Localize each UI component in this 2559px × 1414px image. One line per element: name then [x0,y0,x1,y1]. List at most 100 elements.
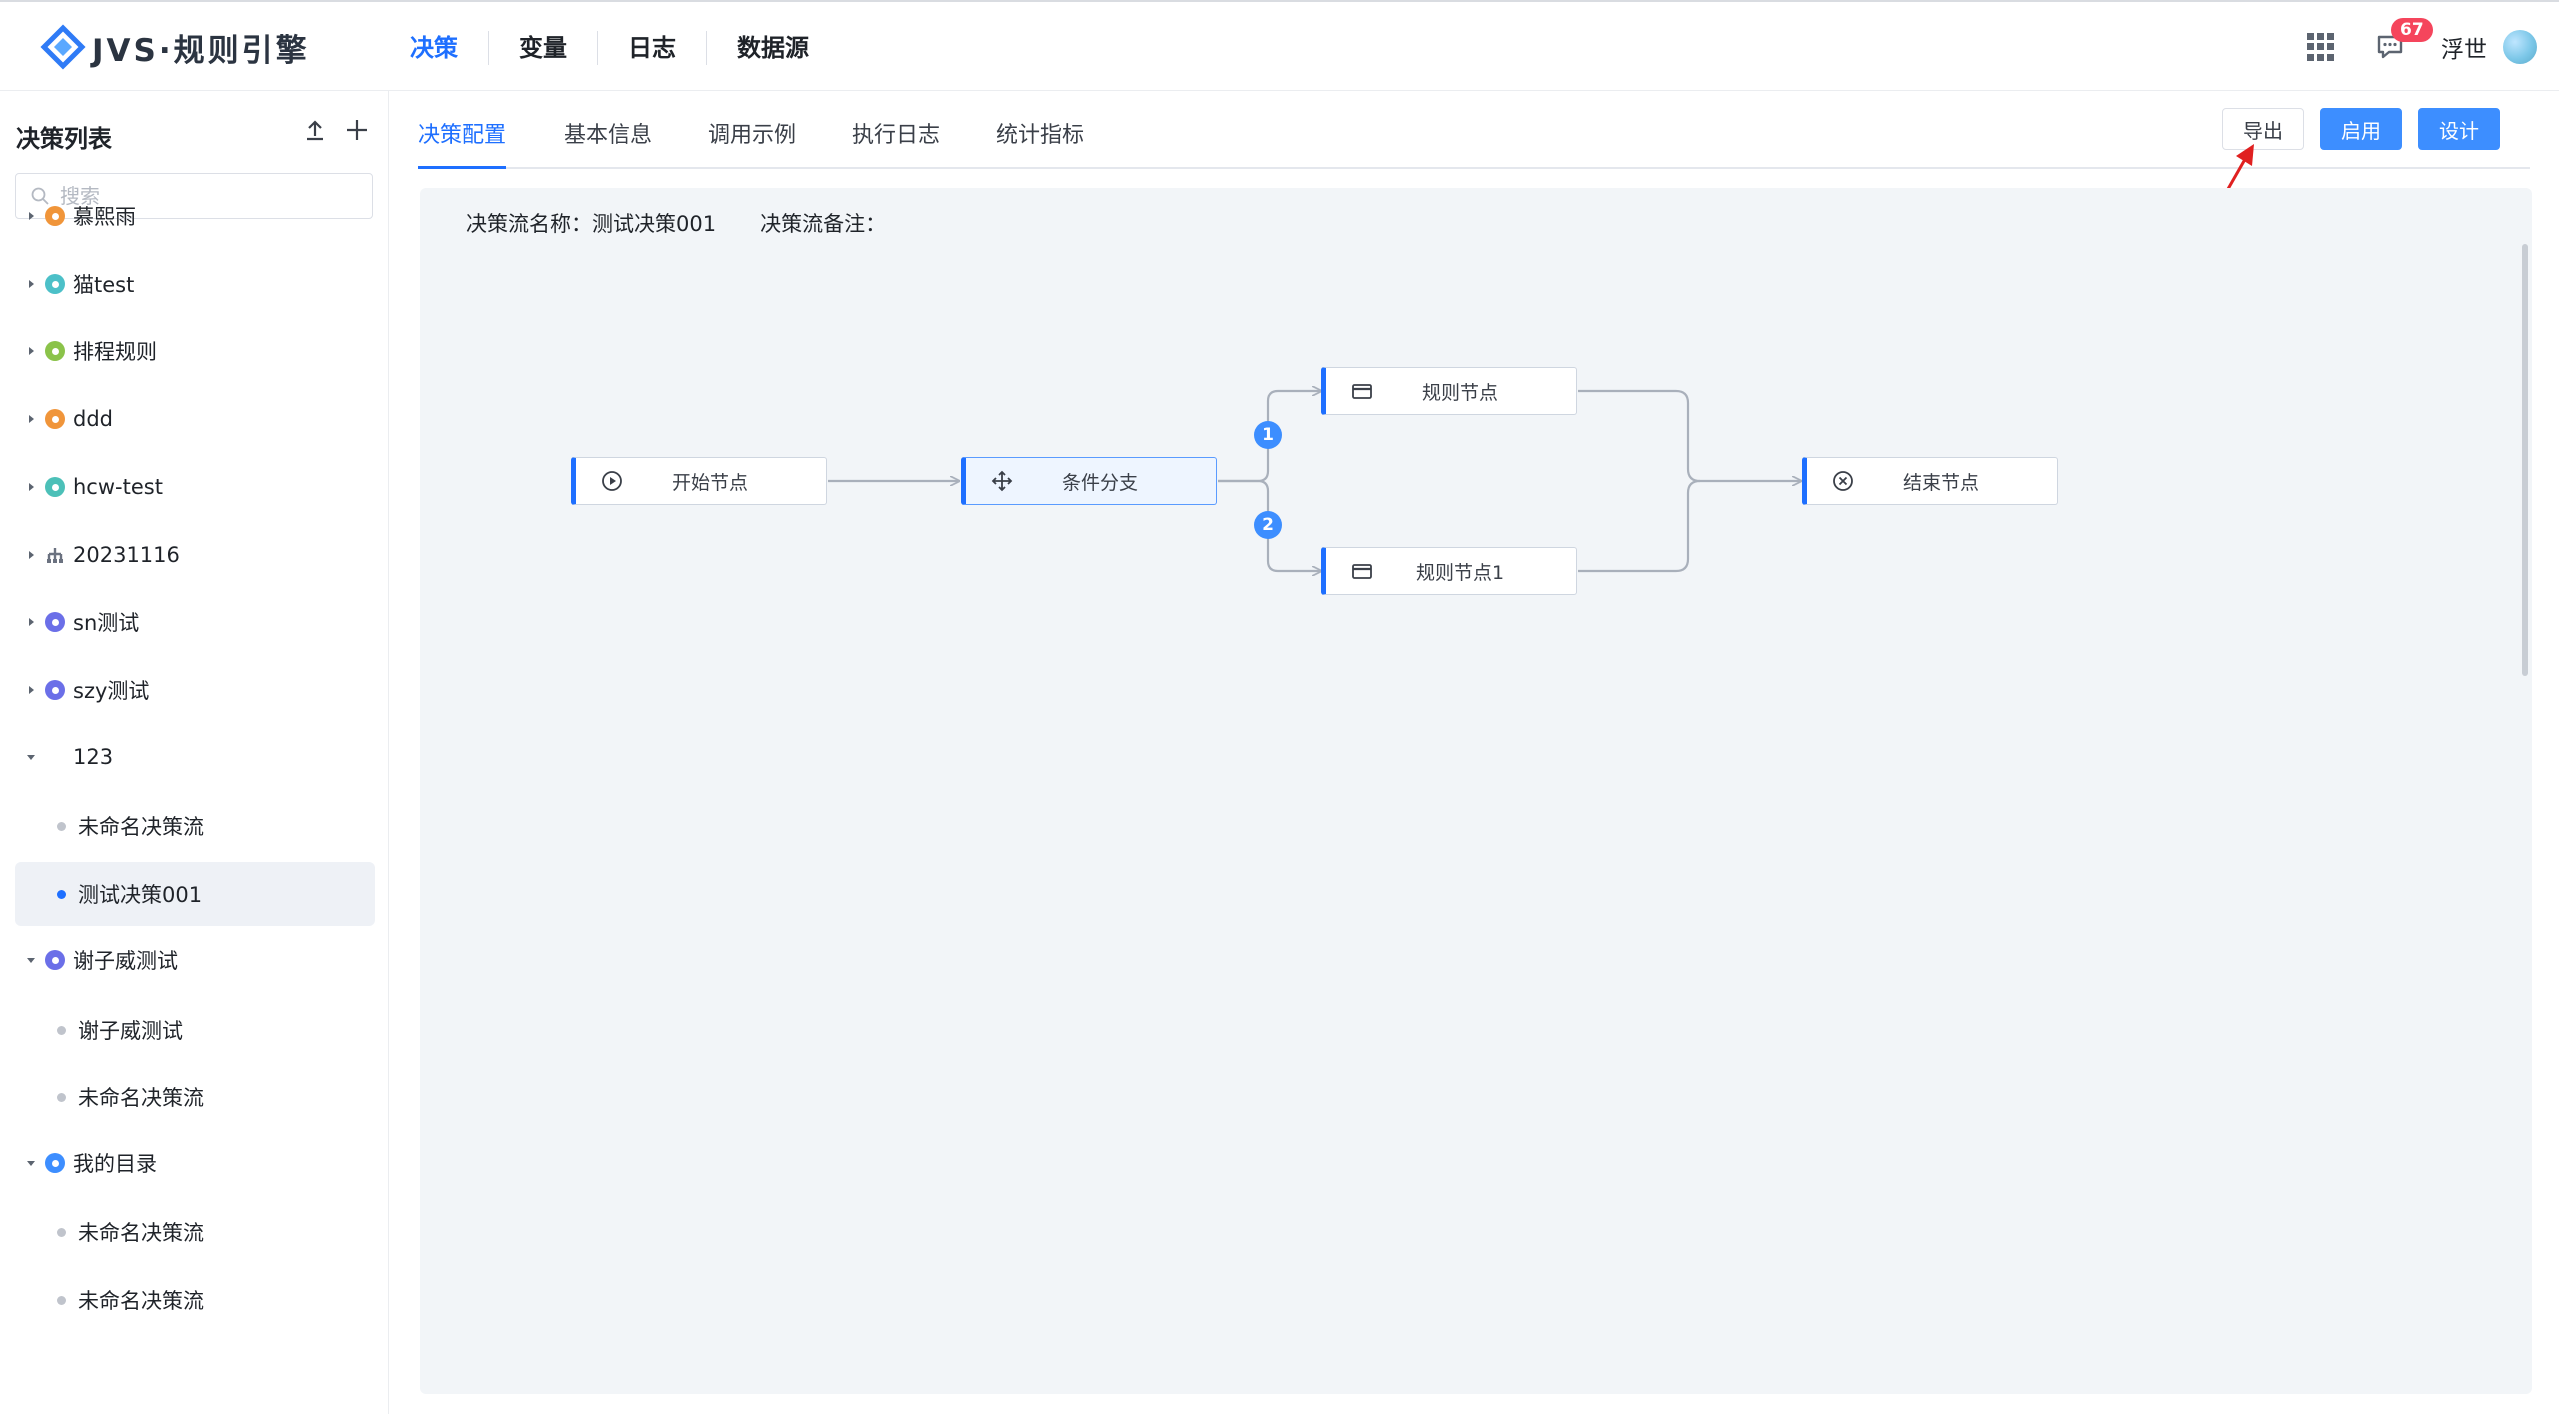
tree-folder[interactable]: 谢子威测试 [15,928,375,992]
folder-icon [45,1153,65,1173]
logo-text: JVS·规则引擎 [92,32,310,69]
folder-icon [45,341,65,361]
tab-decision-config[interactable]: 决策配置 [418,105,507,169]
caret-right-icon[interactable] [21,612,41,632]
tree-leaf[interactable]: 测试决策001 [15,862,375,926]
top-border [0,0,2559,2]
tree-folder[interactable]: sn测试 [15,590,375,654]
caret-right-icon[interactable] [21,206,41,226]
bullet-icon [57,1227,66,1237]
tree-leaf-label: 测试决策001 [78,883,203,907]
folder-icon [45,950,65,970]
tree-folder-label: sn测试 [73,611,140,635]
folder-icon [45,477,65,497]
card-icon [1350,559,1374,583]
tree-folder-label: 谢子威测试 [73,949,178,973]
avatar[interactable] [2503,30,2537,64]
node-label: 开始节点 [671,471,748,494]
tree-folder[interactable]: 我的目录 [15,1131,375,1195]
move-icon [990,469,1014,493]
flow-name-label: 决策流名称： [466,212,592,236]
upload-icon[interactable] [302,117,328,143]
tree-folder[interactable]: 猫test [15,252,375,316]
caret-right-icon[interactable] [21,545,41,565]
sidebar: 决策列表 [0,91,389,1414]
tree-leaf[interactable]: 未命名决策流 [15,1065,375,1129]
caret-right-icon[interactable] [21,680,41,700]
bullet-icon [57,1092,66,1102]
export-button[interactable]: 导出 [2222,108,2304,150]
tree-leaf[interactable]: 未命名决策流 [15,1268,375,1332]
tree-leaf-label: 未命名决策流 [78,1221,204,1245]
node-label: 条件分支 [1061,471,1138,494]
apps-grid-icon[interactable] [2307,33,2335,61]
logo[interactable]: JVS·规则引擎 [40,24,310,70]
tab-bar: 决策配置 基本信息 调用示例 执行日志 统计指标 [418,105,2530,169]
nav-divider [597,31,598,65]
card-icon [1350,379,1374,403]
tree-leaf[interactable]: 谢子威测试 [15,998,375,1062]
nav-divider [706,31,707,65]
tab-call-example[interactable]: 调用示例 [708,123,797,148]
branch-number-2[interactable]: 2 [1254,511,1282,539]
message-button[interactable]: 67 [2375,18,2433,62]
tree-folder-label: szy测试 [73,679,150,703]
caret-right-icon[interactable] [21,341,41,361]
tree-leaf-label: 谢子威测试 [78,1019,183,1043]
nav-decision[interactable]: 决策 [410,34,458,62]
tree-folder-label: ddd [73,407,113,431]
caret-down-icon[interactable] [21,950,41,970]
tab-basic-info[interactable]: 基本信息 [564,123,653,148]
branch-number-1[interactable]: 1 [1254,421,1282,449]
message-count-badge: 67 [2391,18,2433,42]
tree-folder[interactable]: 慕熙雨 [15,184,375,248]
caret-down-icon[interactable] [21,1153,41,1173]
node-rule[interactable]: 规则节点 [1321,367,1577,415]
node-start[interactable]: 开始节点 [571,457,827,505]
tree-leaf-label: 未命名决策流 [78,1086,204,1110]
tab-execution-log[interactable]: 执行日志 [852,123,941,148]
search-icon [31,187,49,205]
enable-button[interactable]: 启用 [2320,108,2402,150]
header-actions: 67 浮世 [2307,18,2537,74]
node-rule-1[interactable]: 规则节点1 [1321,547,1577,595]
node-label: 规则节点 [1421,381,1498,404]
node-condition-branch[interactable]: 条件分支 [961,457,1217,505]
tree-folder-label: hcw-test [73,475,163,499]
sidebar-actions [286,117,370,143]
tree-folder[interactable]: 123 [15,725,375,789]
design-button[interactable]: 设计 [2418,108,2500,150]
tree-folder[interactable]: hcw-test [15,455,375,519]
tree-leaf[interactable]: 未命名决策流 [15,1200,375,1264]
caret-down-icon[interactable] [21,747,41,767]
tree-folder-label: 排程规则 [73,340,157,364]
canvas-scrollbar[interactable] [2522,244,2528,676]
caret-right-icon[interactable] [21,274,41,294]
user-name[interactable]: 浮世 [2441,37,2487,63]
logo-icon [40,24,86,70]
search-input[interactable] [58,183,362,209]
bullet-icon [57,1295,66,1305]
node-end[interactable]: 结束节点 [1802,457,2058,505]
tree-leaf[interactable]: 未命名决策流 [15,794,375,858]
nav-datasource[interactable]: 数据源 [737,34,809,62]
tree-folder[interactable]: 20231116 [15,523,375,587]
nav-variable[interactable]: 变量 [519,34,567,62]
tree-folder[interactable]: szy测试 [15,658,375,722]
search-box [15,173,373,219]
tree-folder-label: 123 [73,745,114,769]
folder-icon [45,612,65,632]
node-label: 结束节点 [1902,471,1979,494]
folder-icon [45,206,65,226]
app-header: JVS·规则引擎 决策 变量 日志 数据源 67 浮世 [0,2,2559,91]
nav-divider [488,31,489,65]
tree-leaf-label: 未命名决策流 [78,815,204,839]
tree-folder[interactable]: ddd [15,387,375,451]
tree-folder[interactable]: 排程规则 [15,319,375,383]
nav-log[interactable]: 日志 [628,34,676,62]
add-icon[interactable] [344,117,370,143]
tree-folder-label: 慕熙雨 [73,205,136,229]
caret-right-icon[interactable] [21,477,41,497]
tab-statistics[interactable]: 统计指标 [996,123,1085,148]
caret-right-icon[interactable] [21,409,41,429]
